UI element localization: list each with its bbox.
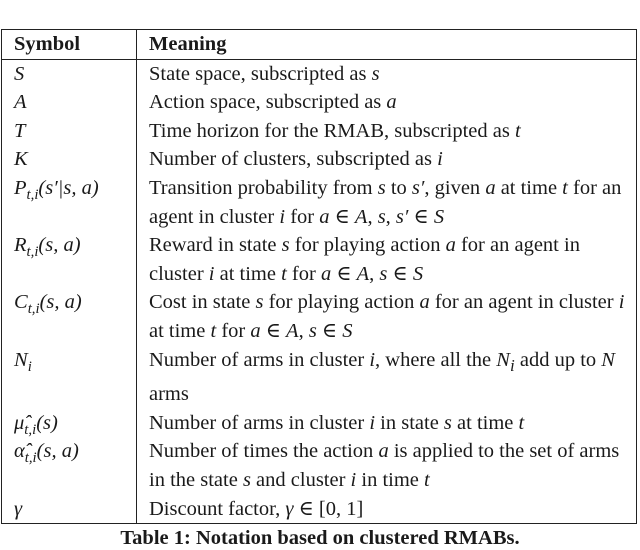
table-row: μ̂t,i(s)Number of arms in cluster i in s…	[1, 408, 637, 438]
symbol-cell: Ct,i(s, a)	[1, 288, 137, 346]
symbol-cell: α̂t,i(s, a)	[1, 437, 137, 495]
table-caption: Table 1: Notation based on clustered RMA…	[120, 527, 520, 549]
symbol-cell: Pt,i(s′|s, a)	[1, 173, 137, 232]
symbol-cell: S	[1, 59, 137, 89]
symbol-cell: Ni	[1, 345, 137, 409]
meaning-cell: Time horizon for the RMAB, subscripted a…	[136, 116, 637, 146]
table-row: Rt,i(s, a)Reward in state s for playing …	[1, 231, 637, 289]
meaning-cell: Number of clusters, subscripted as i	[136, 145, 637, 174]
symbol-cell: Rt,i(s, a)	[1, 231, 137, 289]
meaning-cell: State space, subscripted as s	[136, 59, 637, 89]
table-row: α̂t,i(s, a)Number of times the action a …	[1, 437, 637, 495]
meaning-cell: Cost in state s for playing action a for…	[136, 288, 637, 346]
header-row: Symbol Meaning	[1, 29, 637, 60]
meaning-cell: Transition probability from s to s′, giv…	[136, 173, 637, 232]
symbol-cell: γ	[1, 494, 137, 525]
meaning-cell: Action space, subscripted as a	[136, 88, 637, 117]
meaning-cell: Discount factor, γ ∈ [0, 1]	[136, 494, 637, 525]
table-row: Ct,i(s, a)Cost in state s for playing ac…	[1, 288, 637, 346]
symbol-cell: K	[1, 145, 137, 174]
meaning-cell: Number of arms in cluster i, where all t…	[136, 345, 637, 409]
meaning-cell: Number of times the action a is applied …	[136, 437, 637, 495]
header-meaning: Meaning	[136, 29, 637, 60]
symbol-cell: μ̂t,i(s)	[1, 408, 137, 438]
meaning-cell: Reward in state s for playing action a f…	[136, 231, 637, 289]
meaning-cell: Number of arms in cluster i in state s a…	[136, 408, 637, 438]
symbol-cell: T	[1, 116, 137, 146]
table-row: Pt,i(s′|s, a)Transition probability from…	[1, 173, 637, 232]
symbol-cell: A	[1, 88, 137, 117]
header-symbol: Symbol	[1, 29, 137, 60]
